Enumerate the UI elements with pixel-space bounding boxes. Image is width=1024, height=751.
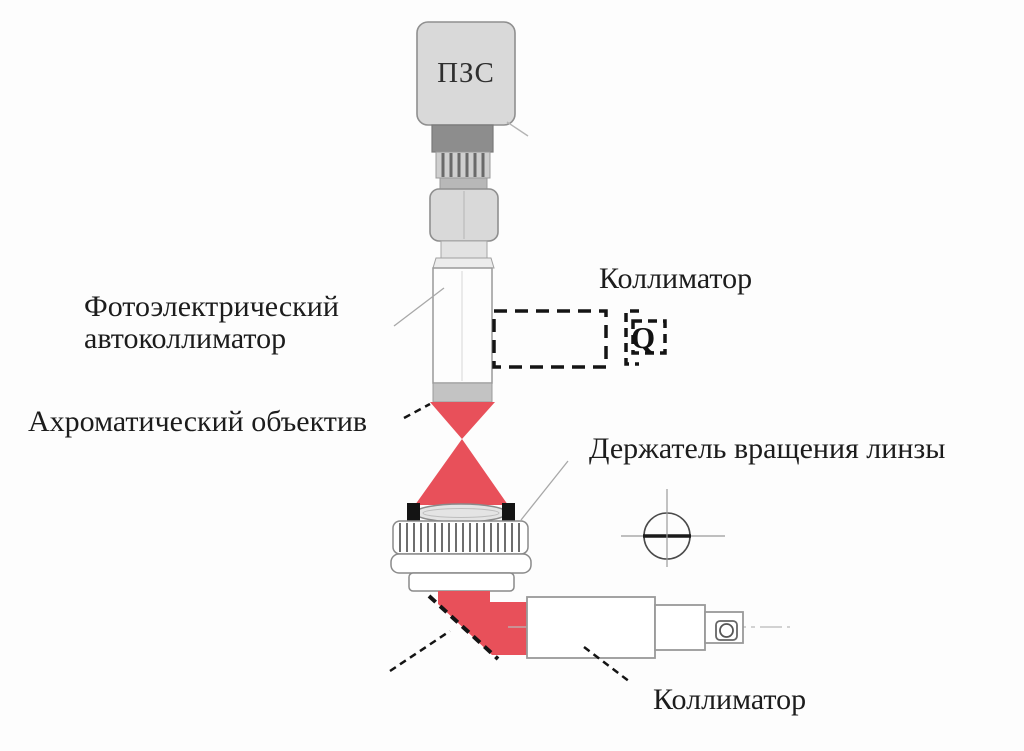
beam-folded-elbow [438, 591, 527, 655]
beam-lower-cone [415, 439, 508, 505]
collimator-dashed-outline [492, 309, 667, 369]
beam-upper-cone [430, 402, 495, 439]
light-beam-cone [415, 402, 508, 505]
label-collimator-bottom: Коллиматор [653, 683, 807, 716]
collimator-tube-body [526, 596, 656, 659]
collimator-dashed-eyepiece [631, 319, 667, 355]
test-lens-inner-edge [422, 508, 500, 518]
neck [440, 240, 488, 259]
horizontal-collimator [526, 596, 744, 659]
fold-mirror [427, 594, 500, 661]
collimator-dashed-body [492, 309, 608, 369]
collimator-dashed-bracket [624, 309, 639, 366]
collimator-rear-block [654, 604, 706, 651]
label-achromatic-objective: Ахроматический объектив [28, 405, 368, 438]
test-lens [414, 503, 508, 523]
holder-base-ring [408, 572, 515, 592]
label-ccd: ПЗС [437, 57, 495, 89]
label-q-marker: Q [631, 320, 656, 355]
objective-mount-band [432, 382, 493, 403]
lens-rotation-holder [390, 503, 532, 592]
crosshair-target-symbol [621, 489, 725, 567]
ccd-cable-line [506, 121, 529, 137]
ribbed-section [435, 151, 491, 179]
label-lens-rotation-holder: Держатель вращения линзы [589, 432, 946, 465]
rib-base [439, 177, 488, 190]
lens-clamp-right [502, 503, 515, 523]
ccd-camera [416, 21, 529, 137]
label-photoelectric-autocollimator: Фотоэлектрический автоколлиматор [84, 290, 339, 355]
objective-leader-line [403, 402, 431, 420]
knurling [399, 523, 520, 552]
holder-middle-ring [390, 553, 532, 574]
holder-leader-line [520, 460, 569, 521]
autocollimator-tube [432, 267, 493, 403]
ribs [441, 153, 485, 177]
lens-clamp-left [407, 503, 420, 523]
label-collimator-top: Коллиматор [599, 262, 753, 295]
camera-mount-adapter [429, 124, 499, 269]
dark-connector [431, 124, 494, 153]
collimator-bottom-leader-line [583, 646, 631, 683]
flange [432, 257, 495, 269]
collimator-end-aperture [719, 623, 734, 638]
autocollimator-leader-line [393, 287, 445, 327]
mirror-leader-line [389, 629, 451, 673]
